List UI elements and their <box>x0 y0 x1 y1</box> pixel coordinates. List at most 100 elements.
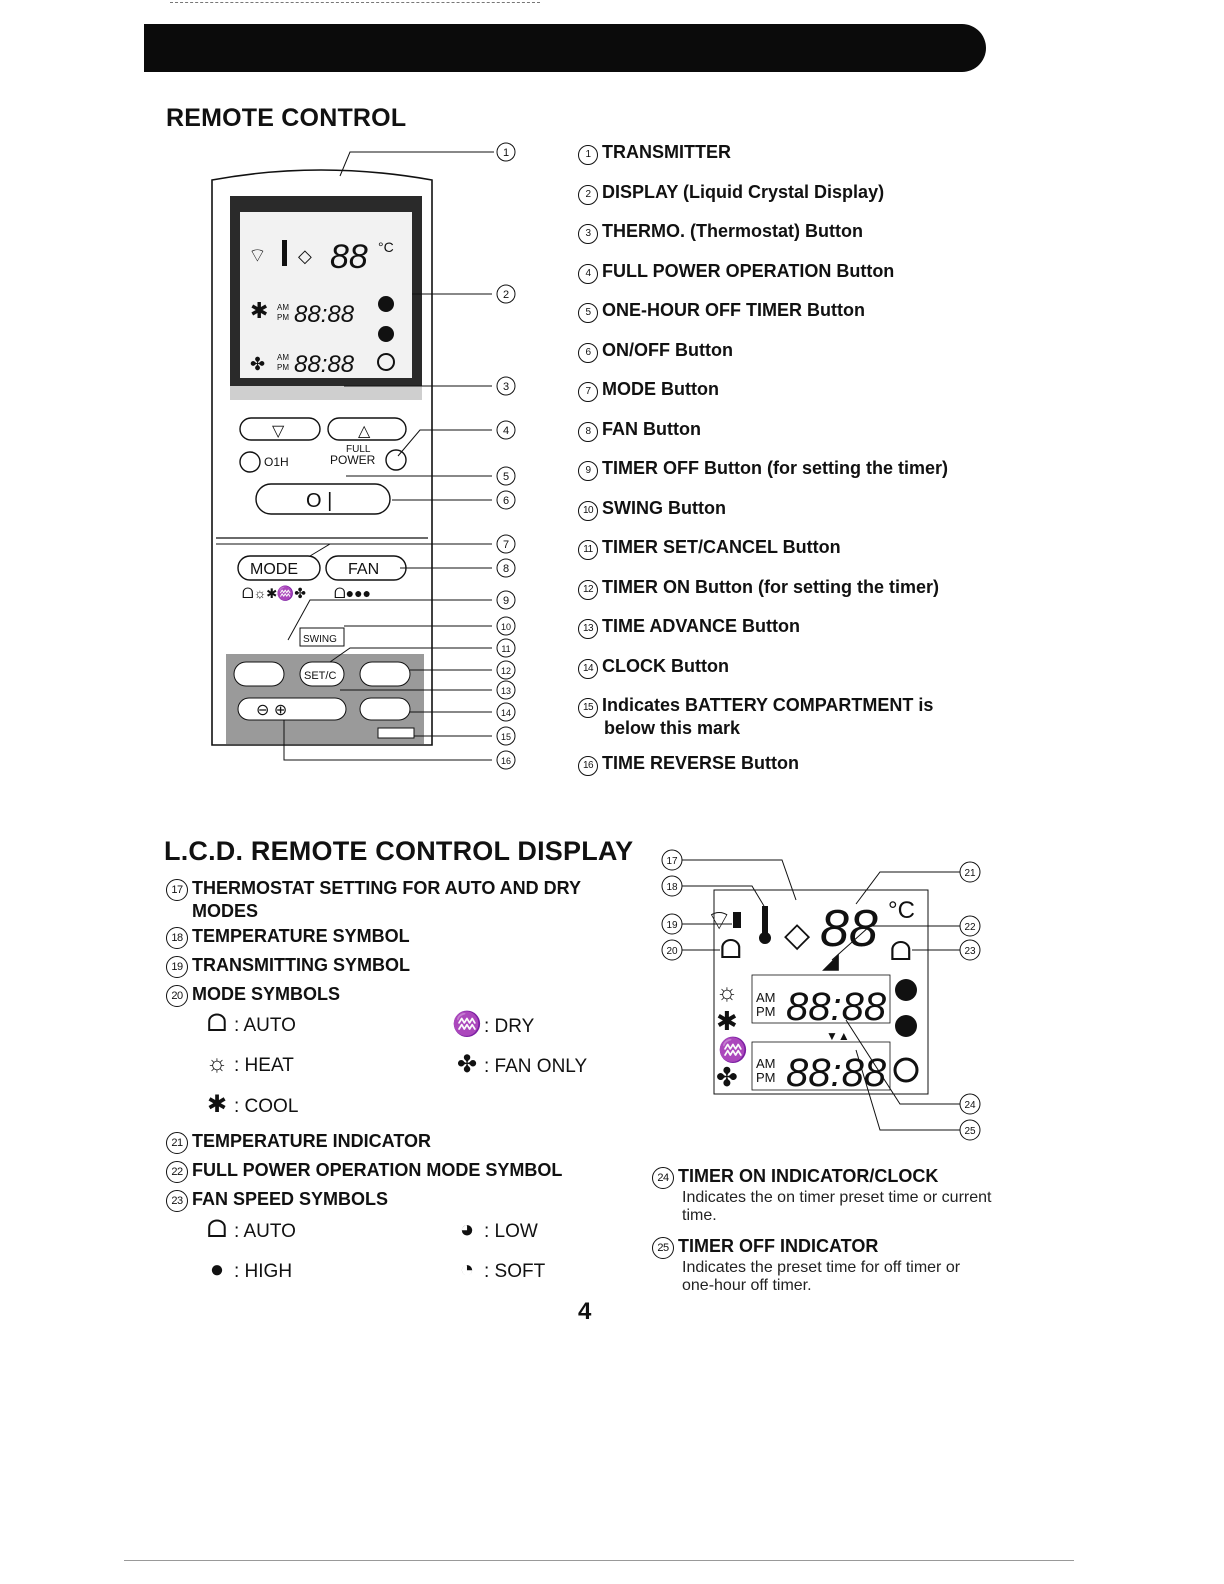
remote-control-diagram: ⌔ ◇ 88 °C ✱ AM PM 88:88 AM PM 88:88 ✤ ▽ … <box>211 142 516 770</box>
svg-text:MODE: MODE <box>250 561 298 578</box>
fan-symbol-soft: ◔: SOFT <box>450 1256 545 1284</box>
svg-text:⌔: ⌔ <box>248 245 267 267</box>
lcd-temp-digits: 88 <box>330 238 368 276</box>
svg-text:ᗝ☼✱♒✤: ᗝ☼✱♒✤ <box>242 585 306 602</box>
updown-icon: ◇ <box>784 916 811 954</box>
mode-symbol-dry: ♒: DRY <box>450 1010 534 1039</box>
mode-symbol-auto: ᗝ: AUTO <box>200 1010 296 1038</box>
svg-text:AM: AM <box>277 303 289 312</box>
svg-text:88:88: 88:88 <box>786 985 887 1029</box>
svg-text:2: 2 <box>503 289 509 301</box>
svg-text:5: 5 <box>503 471 509 483</box>
svg-text:4: 4 <box>503 425 509 437</box>
svg-text:12: 12 <box>501 666 511 676</box>
svg-text:20: 20 <box>666 946 678 957</box>
svg-text:°C: °C <box>888 897 915 924</box>
svg-text:AM: AM <box>756 990 776 1005</box>
auto-icon: ᗝ <box>207 1010 227 1037</box>
svg-text:23: 23 <box>964 946 976 957</box>
fan-symbol-auto: ᗝ: AUTO <box>200 1216 296 1244</box>
svg-text:18: 18 <box>666 882 678 893</box>
mode-symbol-cool: ✱: COOL <box>200 1090 298 1119</box>
svg-text:✱: ✱ <box>716 1006 738 1036</box>
svg-text:25: 25 <box>964 1126 976 1137</box>
svg-text:1: 1 <box>503 147 509 159</box>
svg-text:✱: ✱ <box>250 298 268 323</box>
svg-text:88:88: 88:88 <box>294 301 355 328</box>
svg-text:6: 6 <box>503 495 509 507</box>
svg-text:7: 7 <box>503 539 509 551</box>
svg-text:AM: AM <box>277 353 289 362</box>
soft-fan-icon: ◔ <box>459 1256 475 1283</box>
transmit-icon: ⌔ <box>706 905 732 936</box>
svg-text:O1H: O1H <box>264 455 289 469</box>
low-fan-icon: ◕ <box>459 1216 475 1243</box>
high-fan-icon: ● <box>209 1256 225 1283</box>
svg-text:FULL: FULL <box>346 444 371 455</box>
svg-text:O |: O | <box>306 490 332 512</box>
bottom-rule <box>124 1560 1074 1561</box>
svg-text:POWER: POWER <box>330 453 376 467</box>
svg-text:88:88: 88:88 <box>786 1051 887 1095</box>
svg-text:°C: °C <box>378 239 394 255</box>
svg-text:16: 16 <box>501 756 511 766</box>
lcd-display-diagram: ⌔ ◇ 88 °C ᗝ ᗝ ◢ ☼ ✱ ♒ ✤ AM PM 88:88 AM P… <box>661 849 981 1141</box>
svg-text:AM: AM <box>756 1056 776 1071</box>
svg-text:PM: PM <box>277 363 289 372</box>
lcd-temp-digits: 88 <box>820 900 878 958</box>
svg-text:◇: ◇ <box>298 246 312 266</box>
svg-text:ᗝ●●●: ᗝ●●● <box>334 585 371 601</box>
svg-text:10: 10 <box>501 622 511 632</box>
cool-icon: ✱ <box>206 1091 228 1118</box>
svg-text:▼▲: ▼▲ <box>826 1029 850 1043</box>
svg-text:✤: ✤ <box>250 354 265 374</box>
svg-text:♒: ♒ <box>718 1036 748 1064</box>
fan-symbol-high: ●: HIGH <box>200 1256 292 1284</box>
svg-text:88:88: 88:88 <box>294 351 355 378</box>
svg-text:24: 24 <box>964 1100 976 1111</box>
svg-text:ᗝ: ᗝ <box>890 936 912 966</box>
svg-text:15: 15 <box>501 732 511 742</box>
svg-text:19: 19 <box>666 920 678 931</box>
header-banner <box>144 24 986 72</box>
svg-text:SET/C: SET/C <box>304 670 336 682</box>
svg-text:14: 14 <box>501 708 511 718</box>
svg-text:9: 9 <box>503 595 509 607</box>
full-power-icon: ◢ <box>822 948 839 973</box>
heat-icon: ☼ <box>206 1050 228 1077</box>
page-number: 4 <box>578 1298 592 1325</box>
svg-text:13: 13 <box>501 686 511 696</box>
svg-text:17: 17 <box>666 856 678 867</box>
mode-symbol-heat: ☼: HEAT <box>200 1050 294 1078</box>
svg-text:△: △ <box>358 423 371 440</box>
svg-text:22: 22 <box>964 922 976 933</box>
svg-text:✤: ✤ <box>716 1062 738 1092</box>
svg-text:8: 8 <box>503 563 509 575</box>
auto-icon: ᗝ <box>207 1216 227 1243</box>
svg-text:3: 3 <box>503 381 509 393</box>
svg-text:21: 21 <box>964 868 976 879</box>
remote-control-heading: REMOTE CONTROL <box>166 104 407 132</box>
svg-text:PM: PM <box>756 1070 776 1085</box>
dry-icon: ♒ <box>452 1011 482 1038</box>
